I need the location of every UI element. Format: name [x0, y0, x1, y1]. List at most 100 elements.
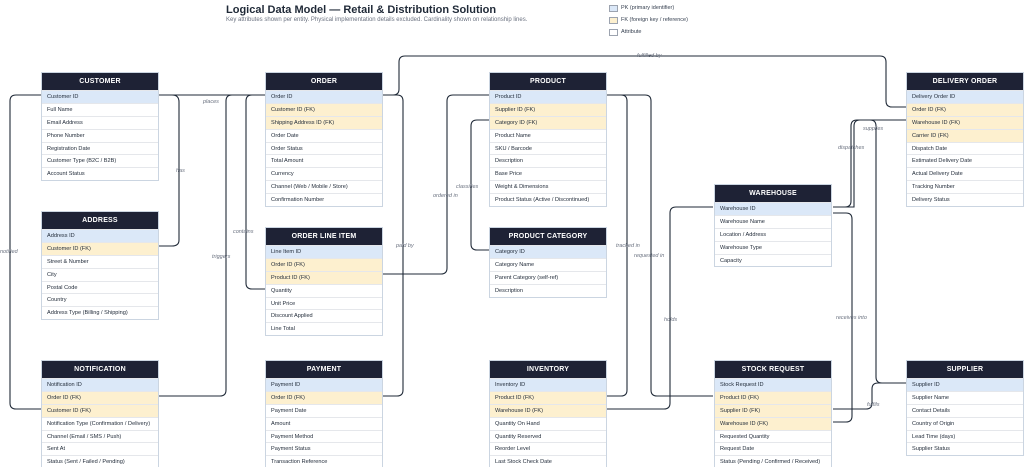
legend-label: Attribute	[621, 29, 642, 35]
attribute: Requested Quantity	[715, 429, 831, 443]
relationship-label: fulfilled by	[637, 53, 663, 59]
relationship-warehouse-stock-request: receives into	[833, 212, 867, 423]
relationship-warehouse-delivery-order: dispatches	[833, 119, 906, 208]
entity-title: DELIVERY ORDER	[907, 73, 1023, 90]
attribute-fk: Product ID (FK)	[490, 390, 606, 404]
attribute-fk: Category ID (FK)	[490, 115, 606, 129]
attribute: Product Status (Active / Discontinued)	[490, 193, 606, 206]
attribute-fk: Order ID (FK)	[266, 257, 382, 271]
attribute-pk: Inventory ID	[490, 378, 606, 391]
attribute: Status (Sent / Failed / Pending)	[42, 455, 158, 467]
attribute: Order Status	[266, 141, 382, 155]
attribute: Payment Date	[266, 403, 382, 417]
attribute-fk: Product ID (FK)	[715, 390, 831, 404]
attribute-fk: Warehouse ID (FK)	[907, 115, 1023, 129]
entity-title: ORDER	[266, 73, 382, 90]
attribute: Actual Delivery Date	[907, 167, 1023, 180]
attribute: SKU / Barcode	[490, 141, 606, 155]
attribute-pk: Line Item ID	[266, 245, 382, 258]
attribute: Registration Date	[42, 141, 158, 155]
entity-title: INVENTORY	[490, 361, 606, 378]
relationship-order-line-item: contains	[233, 94, 265, 290]
relationship-product-line-item: ordered in	[383, 94, 489, 275]
legend-item-fk: FK (foreign key / reference)	[609, 14, 688, 26]
entity-order-line-item[interactable]: ORDER LINE ITEM Line Item ID Order ID (F…	[265, 227, 383, 337]
attribute-pk: Product ID	[490, 90, 606, 103]
entity-title: PRODUCT CATEGORY	[490, 228, 606, 245]
legend-label: FK (foreign key / reference)	[621, 17, 688, 23]
attribute: Status (Pending / Confirmed / Received)	[715, 455, 831, 467]
attribute-fk: Order ID (FK)	[266, 390, 382, 404]
entity-product[interactable]: PRODUCT Product ID Supplier ID (FK) Cate…	[489, 72, 607, 208]
diagram-subtitle: Key attributes shown per entity. Physica…	[226, 17, 528, 23]
attribute-fk: Order ID (FK)	[42, 390, 158, 404]
entity-product-category[interactable]: PRODUCT CATEGORY Category ID Category Na…	[489, 227, 607, 298]
entity-warehouse[interactable]: WAREHOUSE Warehouse ID Warehouse Name Lo…	[714, 184, 832, 268]
attribute: Tracking Number	[907, 180, 1023, 193]
attribute-pk: Warehouse ID	[715, 202, 831, 215]
attribute-fk: Warehouse ID (FK)	[715, 416, 831, 430]
relationship-label: receives into	[836, 315, 867, 321]
attribute-fk: Customer ID (FK)	[42, 403, 158, 417]
attribute: Sent At	[42, 442, 158, 455]
entity-payment[interactable]: PAYMENT Payment ID Order ID (FK) Payment…	[265, 360, 383, 467]
entity-customer[interactable]: CUSTOMER Customer ID Full Name Email Add…	[41, 72, 159, 182]
attribute: Line Total	[266, 322, 382, 335]
attribute: Discount Applied	[266, 309, 382, 322]
relationship-order-payment: paid by	[383, 94, 415, 397]
relationship-label: notified	[0, 249, 19, 255]
relationship-customer-notification: notified	[0, 94, 41, 410]
attribute-pk: Category ID	[490, 245, 606, 258]
diagram-title: Logical Data Model — Retail & Distributi…	[226, 4, 497, 16]
relationship-label: triggers	[212, 254, 231, 260]
relationship-category-product: classifies	[456, 119, 489, 251]
relationship-product-stock-request: requested in	[607, 94, 713, 397]
legend-label: PK (primary identifier)	[621, 5, 675, 11]
attribute-fk: Customer ID (FK)	[266, 102, 382, 116]
attribute: Quantity	[266, 283, 382, 297]
attribute: Dispatch Date	[907, 141, 1023, 155]
relationship-product-inventory: tracked in	[607, 94, 640, 397]
attribute-pk: Delivery Order ID	[907, 90, 1023, 103]
attribute: Quantity Reserved	[490, 429, 606, 443]
entity-notification[interactable]: NOTIFICATION Notification ID Order ID (F…	[41, 360, 159, 467]
entity-title: PAYMENT	[266, 361, 382, 378]
entity-title: CUSTOMER	[42, 73, 158, 90]
attribute: Country of Origin	[907, 416, 1023, 430]
attribute: Country	[42, 293, 158, 306]
attribute: Channel (Email / SMS / Push)	[42, 429, 158, 443]
entity-title: STOCK REQUEST	[715, 361, 831, 378]
relationship-warehouse-inventory: holds	[607, 206, 713, 410]
attribute-fk: Order ID (FK)	[907, 102, 1023, 116]
entity-supplier[interactable]: SUPPLIER Supplier ID Supplier Name Conta…	[906, 360, 1024, 457]
attribute: Reorder Level	[490, 442, 606, 455]
attribute: Transaction Reference	[266, 455, 382, 467]
entity-stock-request[interactable]: STOCK REQUEST Stock Request ID Product I…	[714, 360, 832, 467]
attribute-pk: Stock Request ID	[715, 378, 831, 391]
attribute: Order Date	[266, 128, 382, 142]
attribute: Base Price	[490, 167, 606, 180]
attribute: Parent Category (self-ref)	[490, 270, 606, 284]
entity-inventory[interactable]: INVENTORY Inventory ID Product ID (FK) W…	[489, 360, 607, 467]
attribute: Request Date	[715, 442, 831, 455]
attribute-pk: Notification ID	[42, 378, 158, 391]
entity-delivery-order[interactable]: DELIVERY ORDER Delivery Order ID Order I…	[906, 72, 1024, 208]
attribute: City	[42, 267, 158, 281]
legend-swatch-pk	[609, 4, 618, 12]
entity-title: ADDRESS	[42, 212, 158, 229]
attribute-pk: Address ID	[42, 229, 158, 242]
relationship-label: requested in	[634, 253, 664, 259]
entity-order[interactable]: ORDER Order ID Customer ID (FK) Shipping…	[265, 72, 383, 208]
attribute: Total Amount	[266, 154, 382, 167]
attribute: Capacity	[715, 253, 831, 267]
attribute: Product Name	[490, 128, 606, 142]
attribute: Contact Details	[907, 403, 1023, 417]
relationship-customer-order: places	[159, 94, 265, 105]
relationship-customer-address: has	[159, 94, 185, 247]
attribute: Warehouse Type	[715, 240, 831, 254]
attribute-fk: Supplier ID (FK)	[490, 102, 606, 116]
entity-title: NOTIFICATION	[42, 361, 158, 378]
attribute-pk: Supplier ID	[907, 378, 1023, 391]
relationship-label: supplies	[863, 126, 883, 132]
entity-address[interactable]: ADDRESS Address ID Customer ID (FK) Stre…	[41, 211, 159, 321]
